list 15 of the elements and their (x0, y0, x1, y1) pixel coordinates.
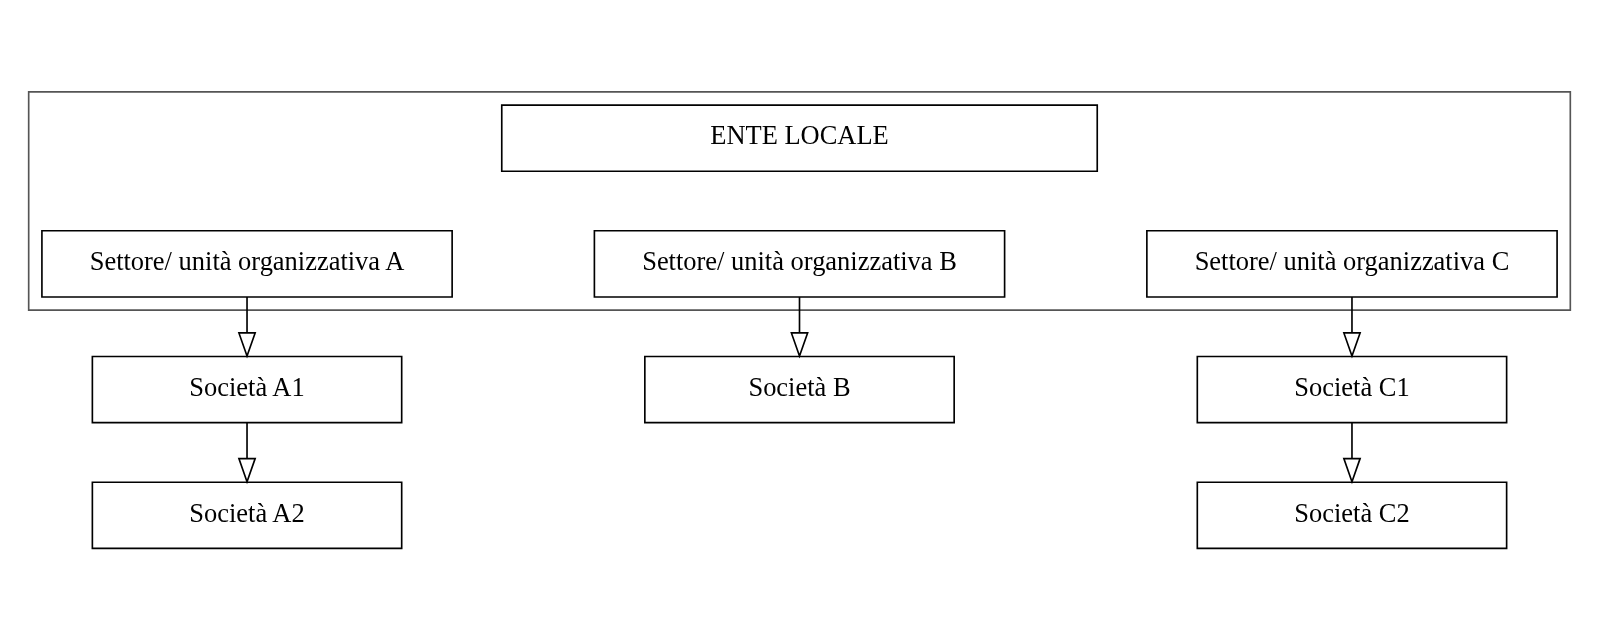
node-box: Settore/ unità organizzativa C (1146, 229, 1558, 298)
node-box: Società A2 (91, 481, 403, 550)
arrow (790, 296, 809, 359)
node-box: Società A1 (91, 355, 403, 424)
node-box: Settore/ unità organizzativa B (593, 229, 1006, 298)
node-box: Società B (644, 355, 955, 424)
arrow (237, 421, 257, 485)
arrow (1342, 296, 1362, 359)
cluster (27, 91, 1572, 311)
node-box: ENTE LOCALE (500, 104, 1099, 173)
node-box: Società C2 (1196, 481, 1508, 550)
node-box: Settore/ unità organizzativa A (41, 229, 453, 298)
node-box: Società C1 (1196, 355, 1508, 424)
arrow (1342, 421, 1362, 485)
arrow (237, 296, 257, 359)
